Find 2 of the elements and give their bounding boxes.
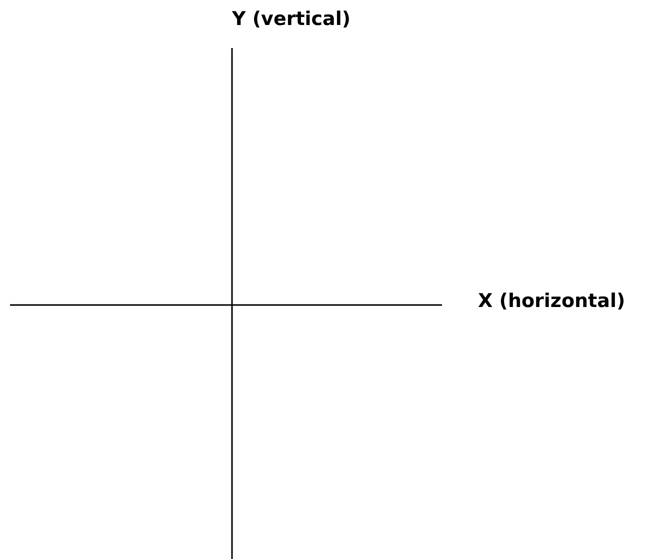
axis-label: Y (vertical)	[232, 8, 351, 31]
axis-label: X (horizontal)	[478, 290, 626, 313]
